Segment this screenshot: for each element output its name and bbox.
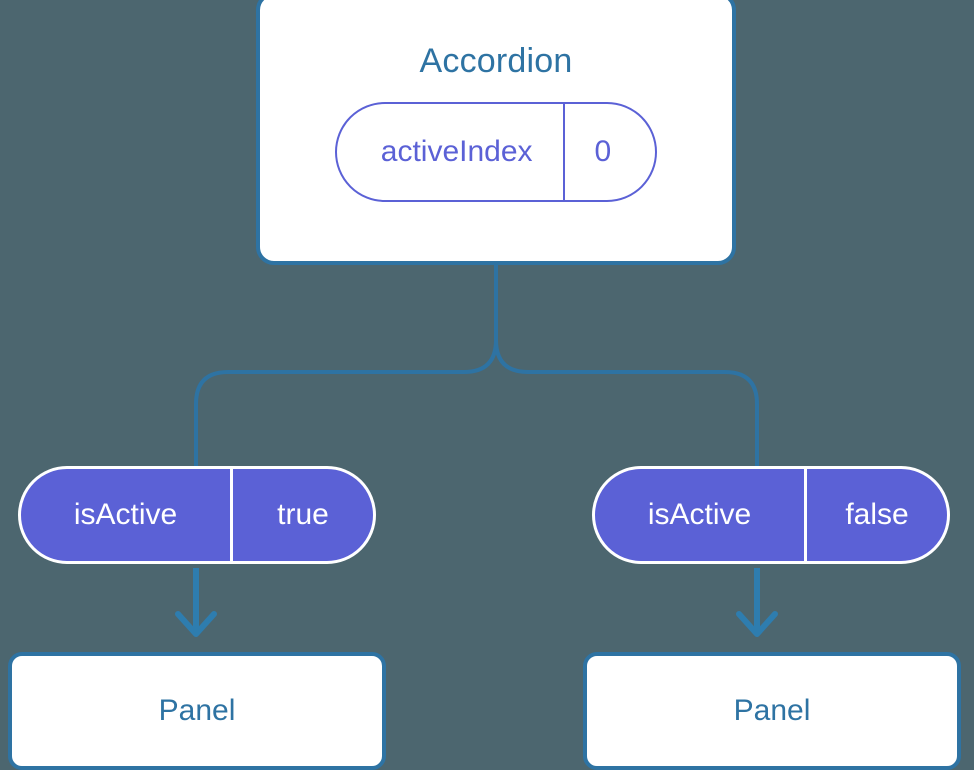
component-title-panel: Panel bbox=[733, 694, 811, 727]
arrow-down-left bbox=[175, 568, 217, 637]
state-pill-activeindex[interactable]: activeIndex 0 bbox=[334, 102, 658, 202]
connector-branch-left bbox=[194, 339, 498, 466]
component-title-accordion: Accordion bbox=[419, 42, 573, 80]
state-pill-key: activeIndex bbox=[337, 104, 565, 200]
state-pill-value: 0 bbox=[594, 135, 612, 168]
arrow-down-right bbox=[736, 568, 778, 637]
prop-pill-value: true bbox=[277, 498, 329, 531]
component-card-accordion[interactable]: Accordion activeIndex 0 bbox=[256, 0, 736, 265]
connector-branch-right bbox=[494, 339, 759, 466]
prop-pill-isactive-true[interactable]: isActive true bbox=[18, 466, 376, 564]
prop-pill-key: isActive bbox=[21, 469, 233, 561]
component-title-panel: Panel bbox=[158, 694, 236, 727]
component-card-panel-right[interactable]: Panel bbox=[583, 652, 961, 770]
component-card-panel-left[interactable]: Panel bbox=[8, 652, 386, 770]
prop-pill-key: isActive bbox=[595, 469, 807, 561]
prop-pill-isactive-false[interactable]: isActive false bbox=[592, 466, 950, 564]
prop-pill-value: false bbox=[845, 498, 909, 531]
